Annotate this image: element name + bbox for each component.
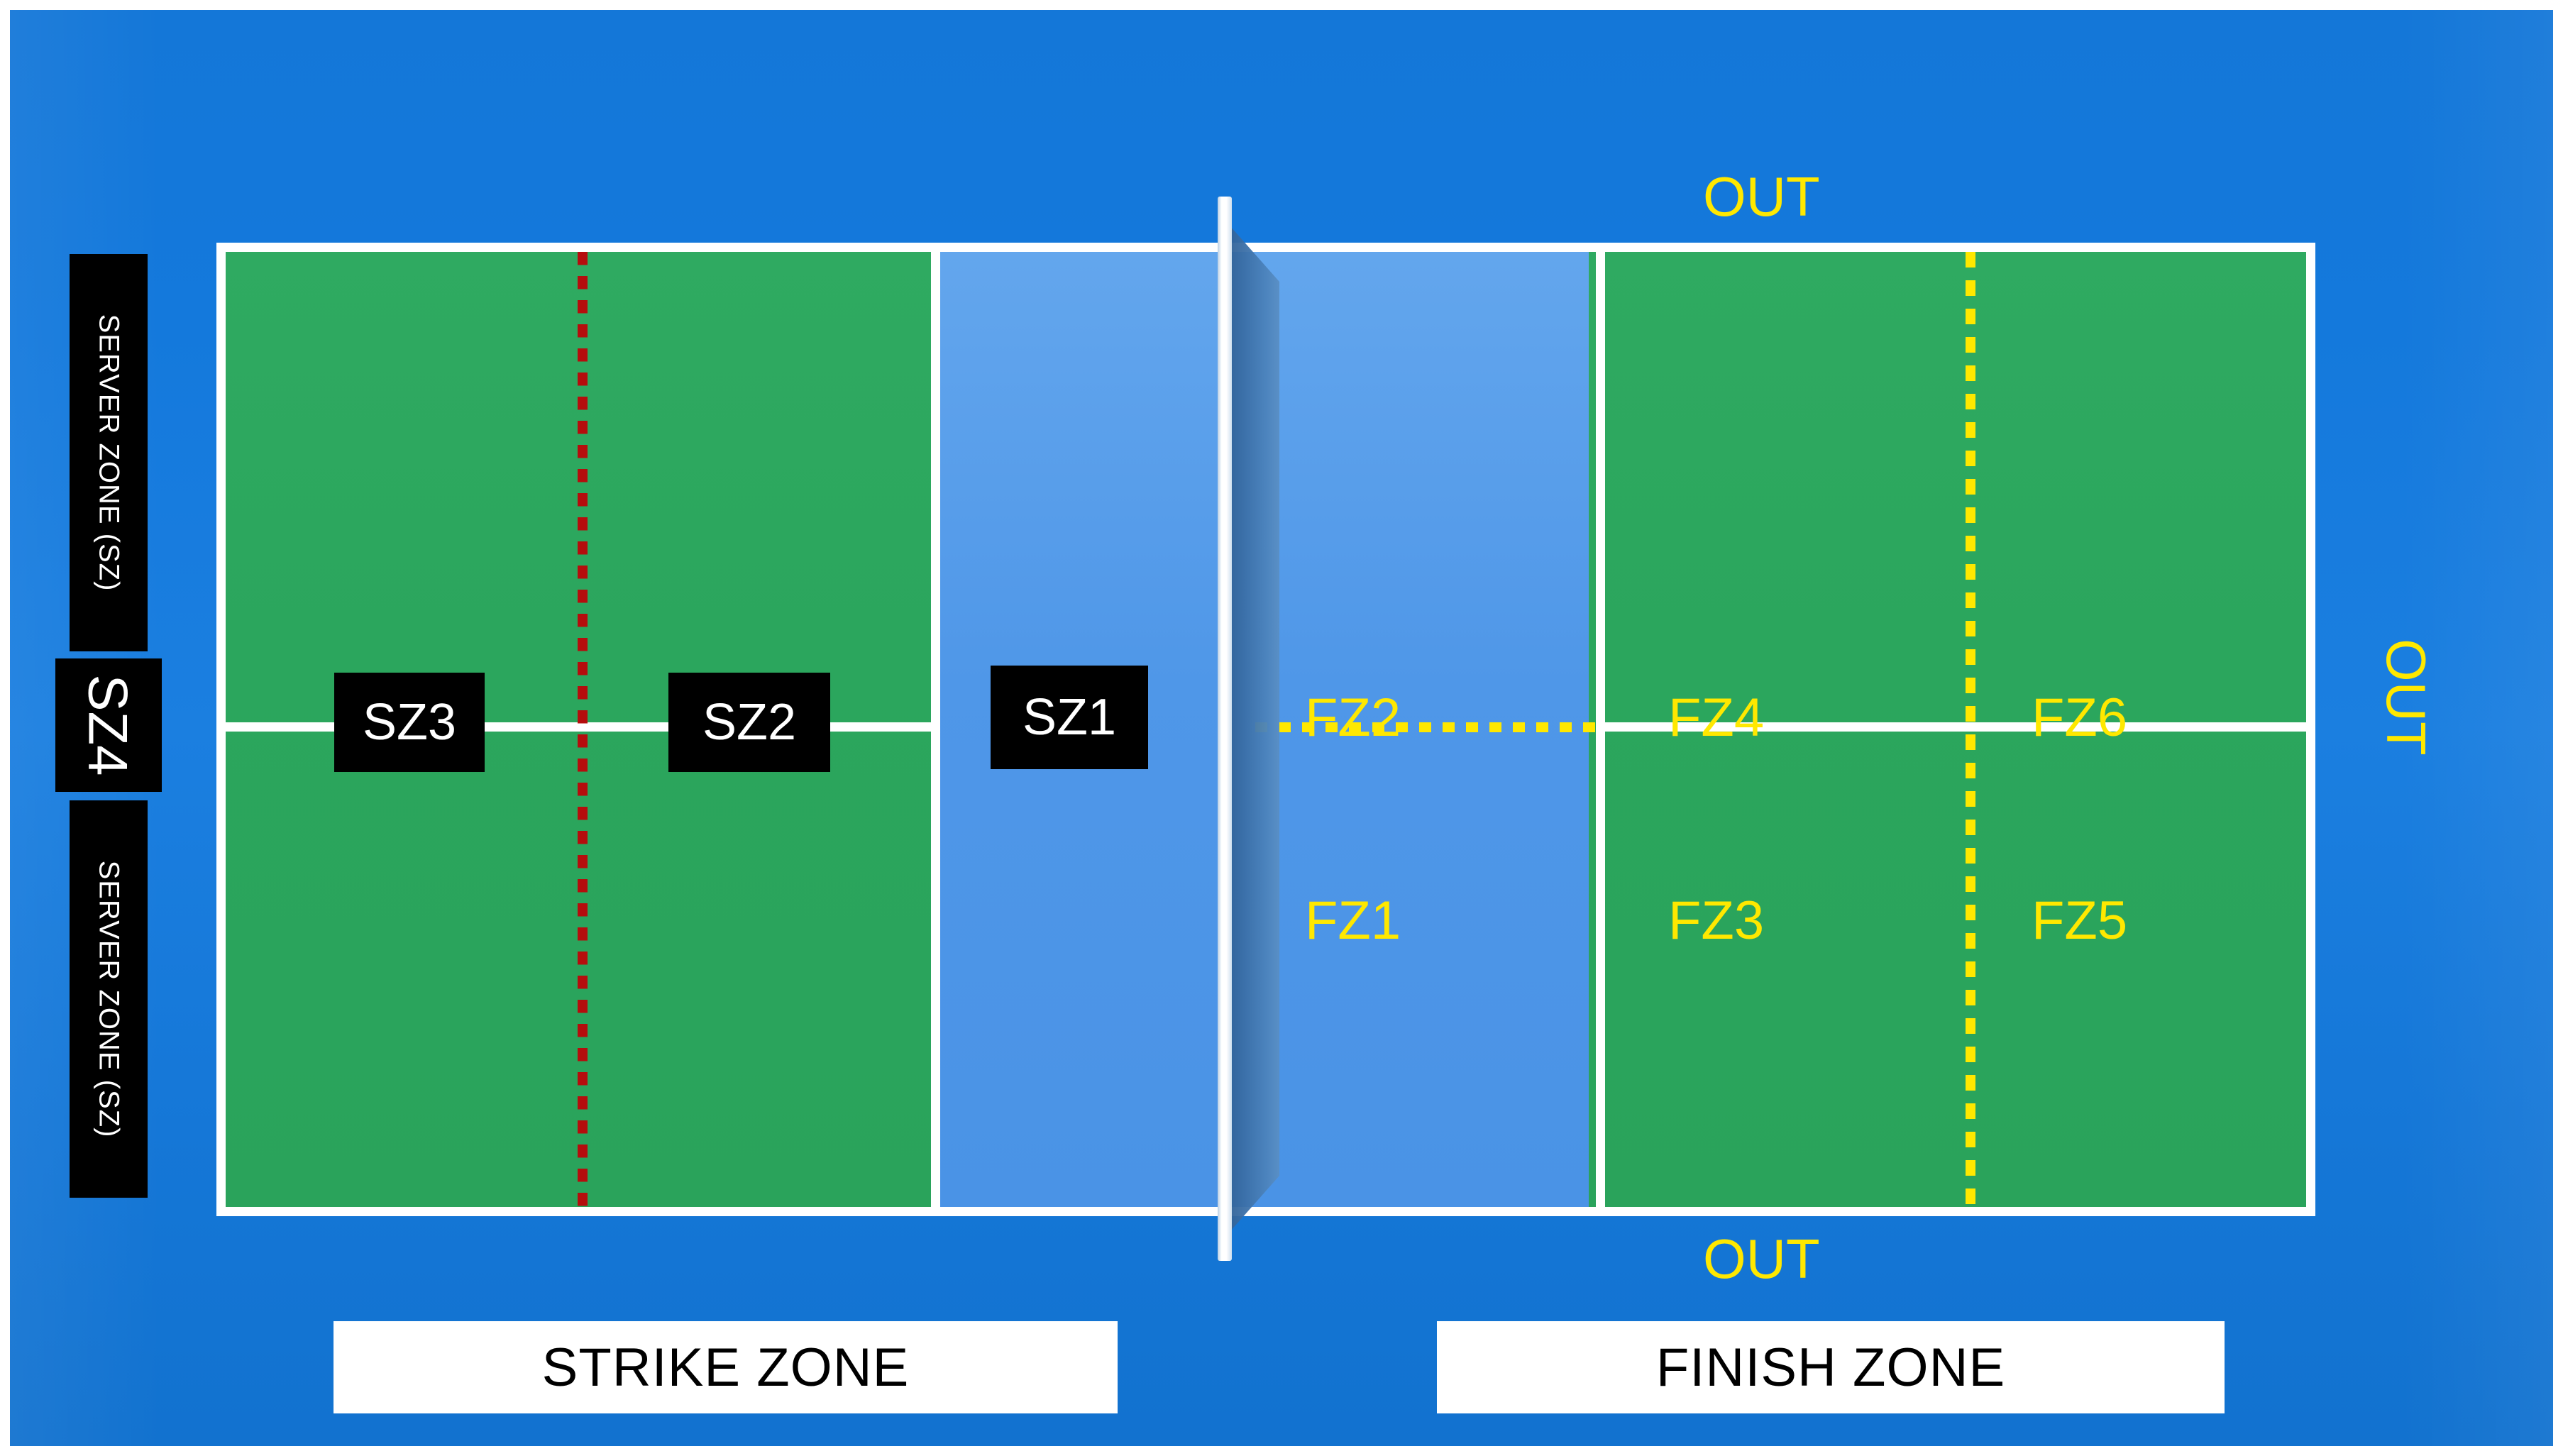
strike-zone-box-sz3-label: SZ3 [362,694,457,751]
finish-zone-divider-dotted-yellow [1966,252,1975,1207]
zone-label-fz1: FZ1 [1305,890,1401,951]
out-label-bottom: OUT [1703,1228,1820,1290]
out-label-top: OUT [1703,165,1820,228]
server-zone-sz4-label: SZ4 [77,674,140,776]
caption-finish-zone-label: FINISH ZONE [1655,1337,2006,1398]
server-zone-sz4-strip: SZ4 [55,658,162,792]
strike-zone-box-sz1-label: SZ1 [1022,689,1117,746]
zone-label-fz4: FZ4 [1668,688,1765,748]
strike-zone-box-sz2: SZ2 [668,673,830,772]
court-surface: FZ2 FZ1 FZ4 FZ3 FZ6 FZ5 [226,252,2306,1207]
pickleball-court: FZ2 FZ1 FZ4 FZ3 FZ6 FZ5 [216,243,2315,1216]
strike-zone-box-sz3: SZ3 [334,673,485,772]
kitchen-centerline-dotted-yellow [1255,722,1601,732]
strike-zone-box-sz1: SZ1 [991,666,1148,769]
kitchen-line-left [931,252,940,1207]
zone-label-fz6: FZ6 [2032,688,2128,748]
zone-label-fz5: FZ5 [2032,890,2128,951]
server-zone-strip-bottom: SERVER ZONE (SZ) [70,800,148,1198]
caption-strike-zone: STRIKE ZONE [334,1321,1118,1413]
zone-label-fz2: FZ2 [1305,688,1401,748]
caption-strike-zone-label: STRIKE ZONE [541,1337,910,1398]
caption-finish-zone: FINISH ZONE [1437,1321,2225,1413]
strike-zone-divider-dotted-red [578,252,588,1207]
server-zone-strip-bottom-label: SERVER ZONE (SZ) [93,860,124,1138]
zone-label-fz3: FZ3 [1668,890,1765,951]
server-zone-strip-top-label: SERVER ZONE (SZ) [93,314,124,592]
strike-zone-box-sz2-label: SZ2 [702,694,797,751]
centerline-right [1596,722,2306,732]
server-zone-strip-top: SERVER ZONE (SZ) [70,254,148,651]
out-label-right: OUT [2375,639,2437,756]
